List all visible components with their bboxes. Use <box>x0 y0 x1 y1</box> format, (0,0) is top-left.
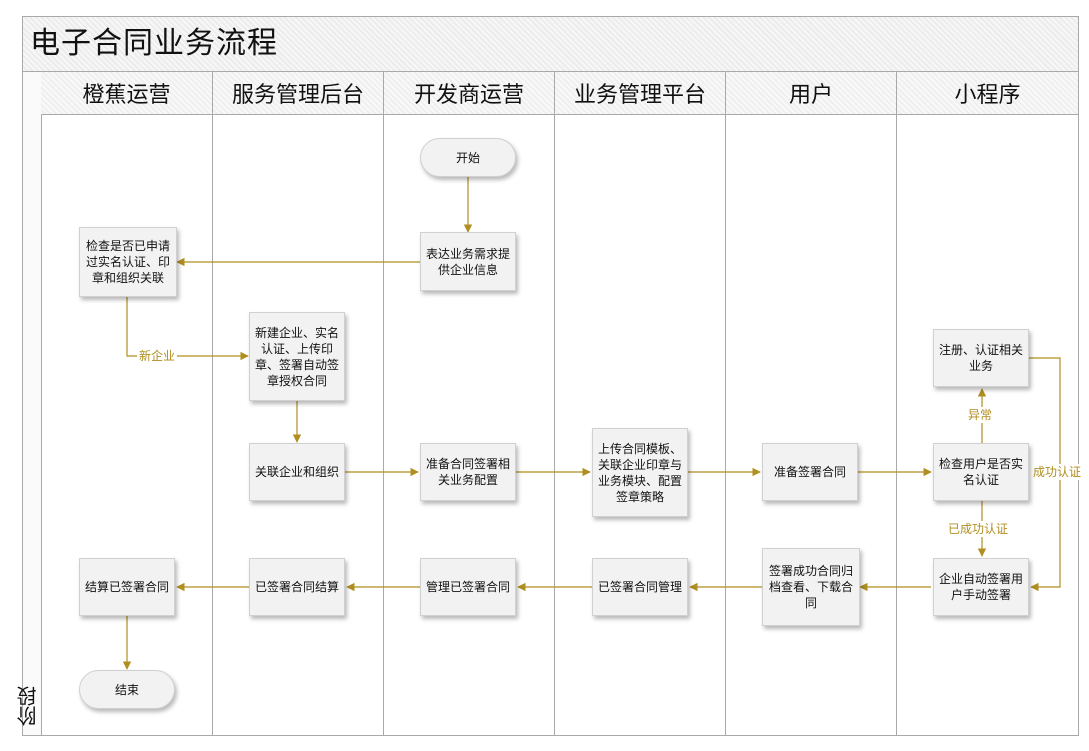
stage-column <box>23 72 42 735</box>
node-link-org: 关联企业和组织 <box>249 443 345 501</box>
lane-header-user: 用户 <box>726 72 897 115</box>
node-prepare-config: 准备合同签署相关业务配置 <box>420 443 516 501</box>
node-check-applied: 检查是否已申请过实名认证、印章和组织关联 <box>79 227 177 297</box>
node-end: 结束 <box>79 670 175 709</box>
node-start: 开始 <box>420 138 516 177</box>
lane-header-developer-ops: 开发商运营 <box>384 72 555 115</box>
node-manage-signed: 管理已签署合同 <box>420 558 516 616</box>
edge-check-to-new-enterprise <box>126 297 249 361</box>
node-auto-manual-sign: 企业自动签署用户手动签署 <box>933 558 1029 616</box>
node-settle-signed: 结算已签署合同 <box>79 558 175 616</box>
node-signed-manage-platform: 已签署合同管理 <box>592 558 688 616</box>
lane-service-admin <box>213 115 384 735</box>
lane-header-orange-ops: 橙蕉运营 <box>41 72 213 115</box>
node-express-needs: 表达业务需求提供企业信息 <box>420 232 516 291</box>
node-check-user: 检查用户是否实名认证 <box>933 443 1029 501</box>
lane-developer-ops <box>384 115 555 735</box>
edge-label-new-enterprise: 新企业 <box>137 348 178 364</box>
node-prepare-sign: 准备签署合同 <box>762 443 858 501</box>
edge-label-already-authenticated: 已成功认证 <box>946 521 1011 537</box>
diagram-title: 电子合同业务流程 <box>30 26 278 61</box>
lane-business-platform <box>555 115 726 735</box>
node-upload-template: 上传合同模板、关联企业印章与业务模块、配置签章策略 <box>592 428 688 517</box>
lane-header-service-admin: 服务管理后台 <box>213 72 384 115</box>
edge-label-auth-success: 成功认证 <box>1031 464 1084 480</box>
node-signed-settle: 已签署合同结算 <box>249 558 345 616</box>
node-new-enterprise: 新建企业、实名认证、上传印章、签署自动签章授权合同 <box>249 312 345 401</box>
node-sign-success: 签署成功合同归档查看、下载合同 <box>762 548 860 626</box>
lane-orange-ops <box>41 115 213 735</box>
title-band <box>23 17 1078 72</box>
lane-header-mini-program: 小程序 <box>897 72 1078 115</box>
edge-label-exception: 异常 <box>966 407 995 423</box>
diagram-frame <box>22 16 1079 736</box>
lane-user <box>726 115 897 735</box>
lane-header-business-platform: 业务管理平台 <box>555 72 726 115</box>
node-register-auth: 注册、认证相关业务 <box>933 329 1029 387</box>
